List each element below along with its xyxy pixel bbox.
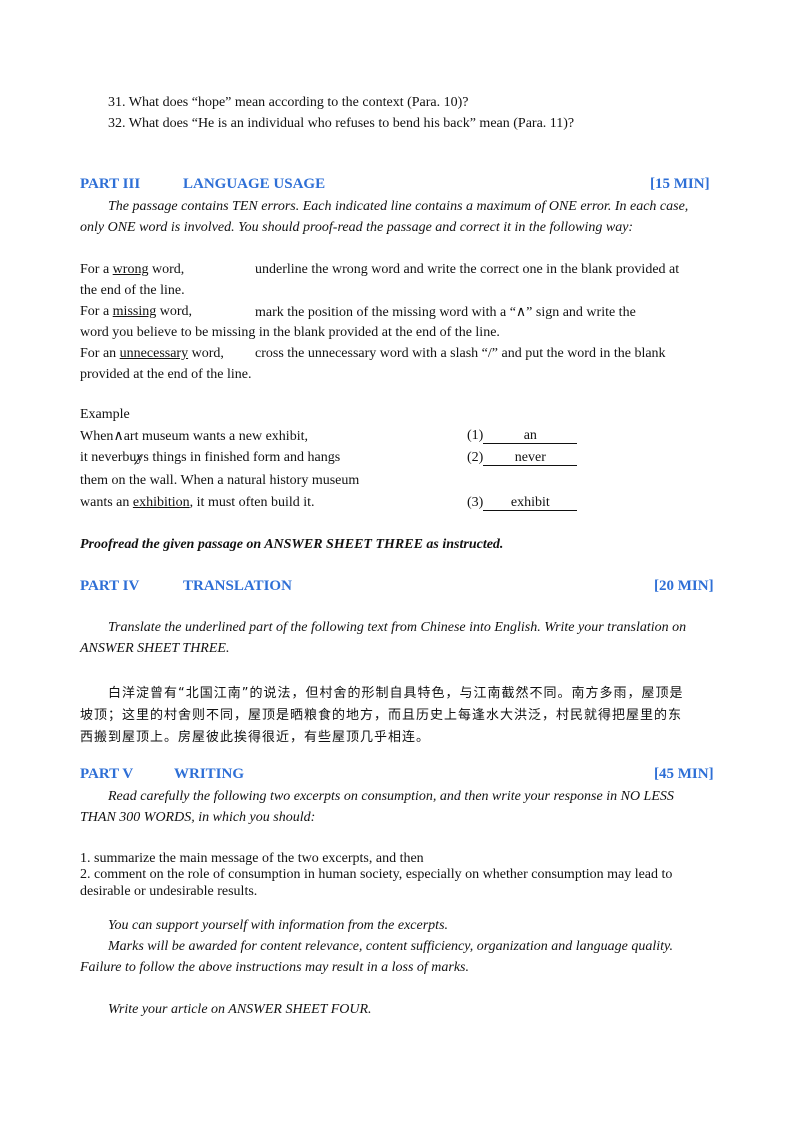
part4-title: TRANSLATION bbox=[183, 578, 292, 594]
chinese-text-line2: 坡顶；这里的村舍则不同，屋顶是晒粮食的地方，而且历史上每逢水大洪泛，村民就得把屋… bbox=[80, 708, 683, 723]
part3-label: PART III bbox=[80, 176, 141, 192]
example-line-2: it neverbuys things in finished form and… bbox=[80, 450, 341, 465]
question-31: 31. What does “hope” mean according to t… bbox=[108, 95, 469, 110]
part5-label: PART V bbox=[80, 766, 134, 782]
task-item-2a: 2. comment on the role of consumption in… bbox=[80, 867, 673, 882]
rule-wrong-label: For a wrong word, bbox=[80, 262, 185, 277]
part5-intro-line1: Read carefully the following two excerpt… bbox=[108, 789, 674, 804]
rule-unnecessary-label: For an unnecessary word, bbox=[80, 346, 224, 361]
example-line-1: When∧art museum wants a new exhibit, bbox=[80, 429, 308, 444]
answer-2: (2)never bbox=[467, 450, 578, 466]
task-item-2b: desirable or undesirable results. bbox=[80, 884, 258, 899]
example-line-4: wants an exhibition, it must often build… bbox=[80, 495, 315, 510]
rule-missing-desc-2: word you believe to be missing in the bl… bbox=[80, 325, 500, 340]
question-32: 32. What does “He is an individual who r… bbox=[108, 116, 575, 131]
rule-missing-label: For a missing word, bbox=[80, 304, 193, 319]
example-label: Example bbox=[80, 407, 130, 422]
example-line-3: them on the wall. When a natural history… bbox=[80, 473, 360, 488]
part3-instruction: Proofread the given passage on ANSWER SH… bbox=[80, 537, 504, 552]
rule-wrong-desc-2: the end of the line. bbox=[80, 283, 185, 298]
chinese-text-line1: 白洋淀曾有“北国江南”的说法，但村舍的形制自具特色，与江南截然不同。南方多雨，屋… bbox=[108, 686, 684, 701]
write-instruction: Write your article on ANSWER SHEET FOUR. bbox=[108, 1002, 372, 1017]
rule-wrong-desc-1: underline the wrong word and write the c… bbox=[255, 262, 680, 277]
rule-unnecessary-desc-1: cross the unnecessary word with a slash … bbox=[255, 346, 666, 361]
part3-intro-line1: The passage contains TEN errors. Each in… bbox=[108, 199, 689, 214]
part4-intro-line2: ANSWER SHEET THREE. bbox=[80, 641, 230, 656]
part5-title: WRITING bbox=[174, 766, 245, 782]
part5-time: [45 MIN] bbox=[654, 766, 714, 782]
part3-intro-line2: only ONE word is involved. You should pr… bbox=[80, 220, 634, 235]
part5-intro-line2: THAN 300 WORDS, in which you should: bbox=[80, 810, 316, 825]
answer-1: (1)an bbox=[467, 428, 578, 444]
part3-title: LANGUAGE USAGE bbox=[183, 176, 326, 192]
part4-label: PART IV bbox=[80, 578, 140, 594]
marks-note-line1: Marks will be awarded for content releva… bbox=[108, 939, 673, 954]
part4-intro-line1: Translate the underlined part of the fol… bbox=[108, 620, 687, 635]
part3-time: [15 MIN] bbox=[650, 176, 710, 192]
answer-3: (3)exhibit bbox=[467, 495, 578, 511]
rule-unnecessary-desc-2: provided at the end of the line. bbox=[80, 367, 252, 382]
chinese-text-line3: 西搬到屋顶上。房屋彼此挨得很近，有些屋顶几乎相连。 bbox=[80, 730, 431, 745]
task-item-1: 1. summarize the main message of the two… bbox=[80, 851, 424, 866]
marks-note-line2: Failure to follow the above instructions… bbox=[80, 960, 469, 975]
slash-mark: buys bbox=[122, 450, 149, 465]
rule-missing-desc-1: mark the position of the missing word wi… bbox=[255, 305, 636, 320]
part4-time: [20 MIN] bbox=[654, 578, 714, 594]
caret-mark: ∧ bbox=[113, 429, 124, 444]
support-note: You can support yourself with informatio… bbox=[108, 918, 449, 933]
